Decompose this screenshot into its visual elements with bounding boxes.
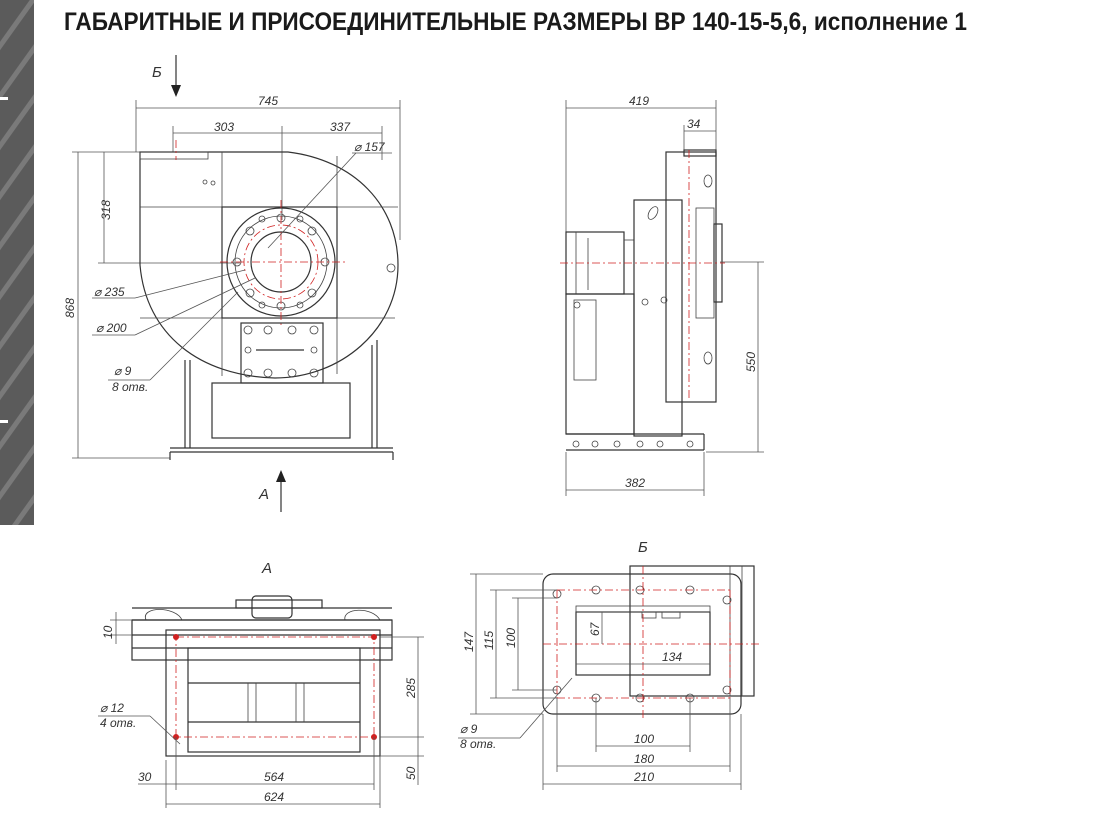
dim-34: 34 [687,117,701,131]
view-b-label: Б [638,539,648,556]
dim-147: 147 [462,631,476,652]
side-view: 419 34 550 [560,94,764,496]
front-arrow-b-label: Б [152,64,162,81]
dim-210: 210 [633,770,654,784]
dim-dia-9: ⌀ 9 [114,364,132,378]
sidebar-hatch [0,0,34,525]
view-a-label: А [261,560,272,577]
dim-382: 382 [625,476,645,490]
dim-419: 419 [629,94,649,108]
dim-8-holes: 8 отв. [112,380,148,394]
dim-303: 303 [214,120,234,134]
dim-8-holes-b: 8 отв. [460,737,496,751]
dim-4-holes: 4 отв. [100,716,136,730]
dim-50: 50 [404,766,418,780]
dim-dia-235: ⌀ 235 [94,285,125,299]
dim-100-vertical: 100 [504,628,518,648]
front-arrow-a-label: А [258,486,269,503]
dim-100-horizontal: 100 [634,732,654,746]
decorative-sidebar [0,0,34,525]
dim-dia-12: ⌀ 12 [100,701,124,715]
dim-dia-9-b: ⌀ 9 [460,722,478,736]
view-a: А 10 285 50 [98,560,424,808]
page-title: ГАБАРИТНЫЕ И ПРИСОЕДИНИТЕЛЬНЫЕ РАЗМЕРЫ В… [64,8,967,36]
dim-550: 550 [744,352,758,372]
dim-dia-157: ⌀ 157 [354,140,386,154]
view-b: Б 147 115 100 67 13 [458,539,760,790]
front-view: Б А 745 303 337 868 318 [63,55,401,512]
dim-318: 318 [99,200,113,220]
dim-67: 67 [588,621,602,636]
dim-745: 745 [258,94,278,108]
dim-134: 134 [662,650,682,664]
dim-115: 115 [482,631,496,650]
dim-dia-200: ⌀ 200 [96,321,127,335]
dim-624: 624 [264,790,284,804]
dim-180: 180 [634,752,654,766]
dim-285: 285 [404,678,418,699]
dim-868: 868 [63,298,77,318]
dim-564: 564 [264,770,284,784]
dim-10: 10 [101,625,115,639]
dim-337: 337 [330,120,351,134]
dim-30: 30 [138,770,152,784]
